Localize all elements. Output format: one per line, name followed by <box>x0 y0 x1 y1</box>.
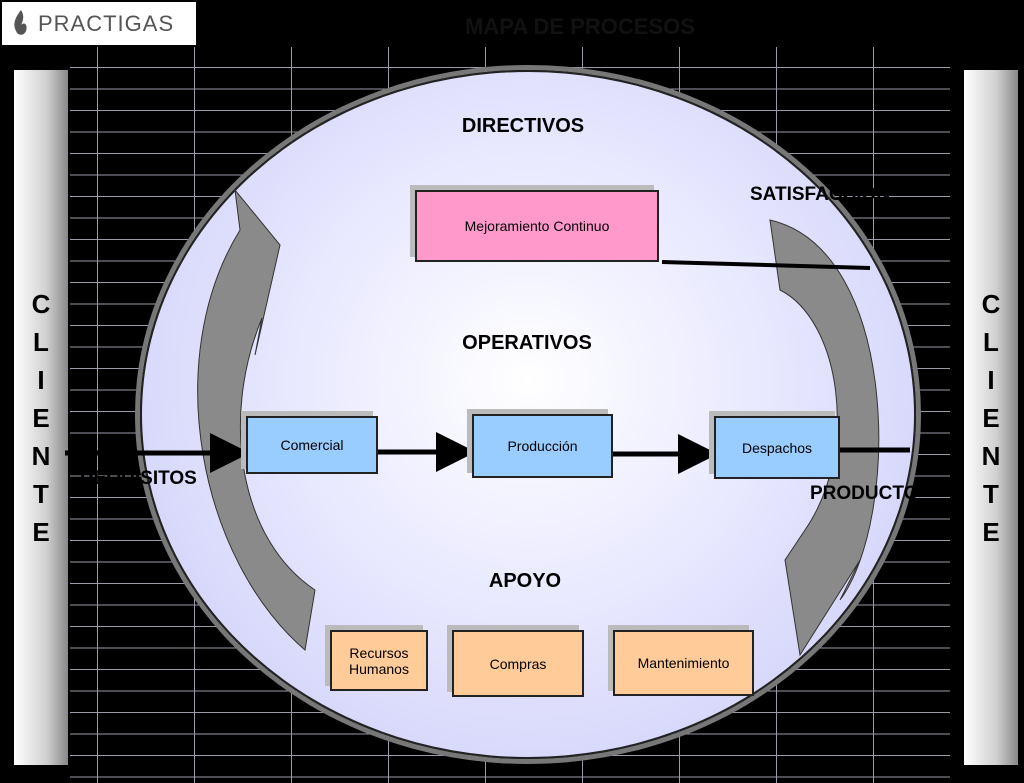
section-operativos: OPERATIVOS <box>462 332 592 354</box>
letter: I <box>987 364 995 395</box>
section-apoyo: APOYO <box>488 570 562 592</box>
letter: E <box>32 402 50 433</box>
cycle-arrow-left <box>197 188 316 651</box>
process-despachos[interactable]: Despachos <box>714 416 840 479</box>
letter: E <box>32 516 50 547</box>
section-directivos: DIRECTIVOS <box>461 115 585 137</box>
letter: E <box>982 516 1000 547</box>
label-requisitos: REQUISITOS <box>80 468 197 489</box>
feedback-line <box>661 260 871 270</box>
letter: T <box>983 478 999 509</box>
letter: T <box>33 478 49 509</box>
process-comercial[interactable]: Comercial <box>246 416 378 474</box>
letter: L <box>983 326 999 357</box>
process-recursos-humanos[interactable]: Recursos Humanos <box>330 630 428 691</box>
flame-icon <box>14 9 27 35</box>
letter: N <box>31 440 51 471</box>
letter: L <box>33 326 49 357</box>
process-produccion[interactable]: Producción <box>472 414 613 478</box>
label-producto: PRODUCTO <box>810 483 919 504</box>
logo-text: PRACTIGAS <box>38 10 175 36</box>
process-mejoramiento-continuo[interactable]: Mejoramiento Continuo <box>415 190 659 262</box>
letter: N <box>981 440 1001 471</box>
process-compras[interactable]: Compras <box>452 630 584 697</box>
letter: C <box>31 288 51 319</box>
letter: I <box>37 364 45 395</box>
letter: C <box>981 288 1001 319</box>
page-title: MAPA DE PROCESOS <box>465 14 695 39</box>
process-mantenimiento[interactable]: Mantenimiento <box>613 630 754 696</box>
practigas-logo: PRACTIGAS <box>2 2 196 45</box>
cycle-arrow-right <box>769 219 880 657</box>
label-satisfaccion: SATISFACCION <box>750 184 891 205</box>
letter: E <box>982 402 1000 433</box>
